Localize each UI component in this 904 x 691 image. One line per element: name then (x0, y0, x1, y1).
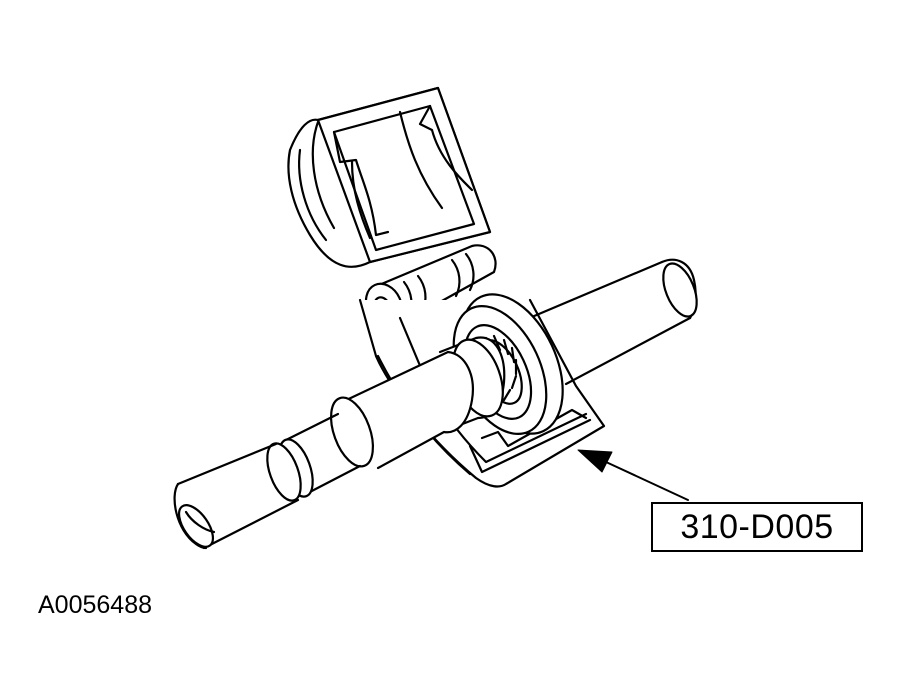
tool-number-label: 310-D005 (651, 502, 863, 552)
figure-reference-code: A0056488 (38, 591, 153, 619)
shaft-front (173, 336, 506, 550)
shaft-rear (518, 258, 698, 386)
clamp-upper-half (287, 86, 492, 268)
leader-arrow (577, 449, 689, 501)
